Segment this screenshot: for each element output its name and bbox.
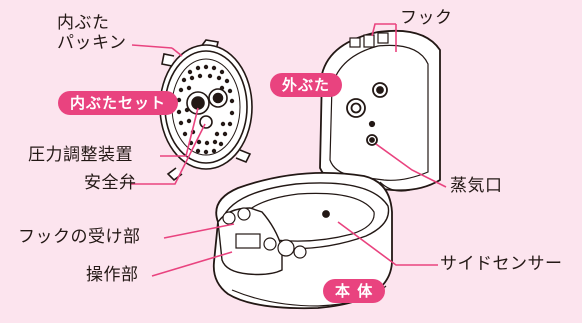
side-sensor-label: サイドセンサー <box>440 254 563 274</box>
steam-vent-label: 蒸気口 <box>450 176 503 196</box>
hook-label: フック <box>400 8 453 28</box>
cooker-body-drawing <box>212 29 441 310</box>
main-body-badge: 本 体 <box>323 279 386 303</box>
pressure-regulator-label: 圧力調整装置 <box>28 145 133 165</box>
outer-lid-badge: 外ぶた <box>270 73 343 97</box>
inner-lid-drawing <box>159 39 253 182</box>
inner-lid-set-badge: 内ぶたセット <box>58 91 179 115</box>
control-panel-label: 操作部 <box>86 265 139 285</box>
leader-lines <box>130 23 447 277</box>
safety-valve-label: 安全弁 <box>84 173 137 193</box>
inner-lid-packing-label: 内ぶた パッキン <box>57 13 127 53</box>
hook-receiver-label: フックの受け部 <box>18 227 141 247</box>
